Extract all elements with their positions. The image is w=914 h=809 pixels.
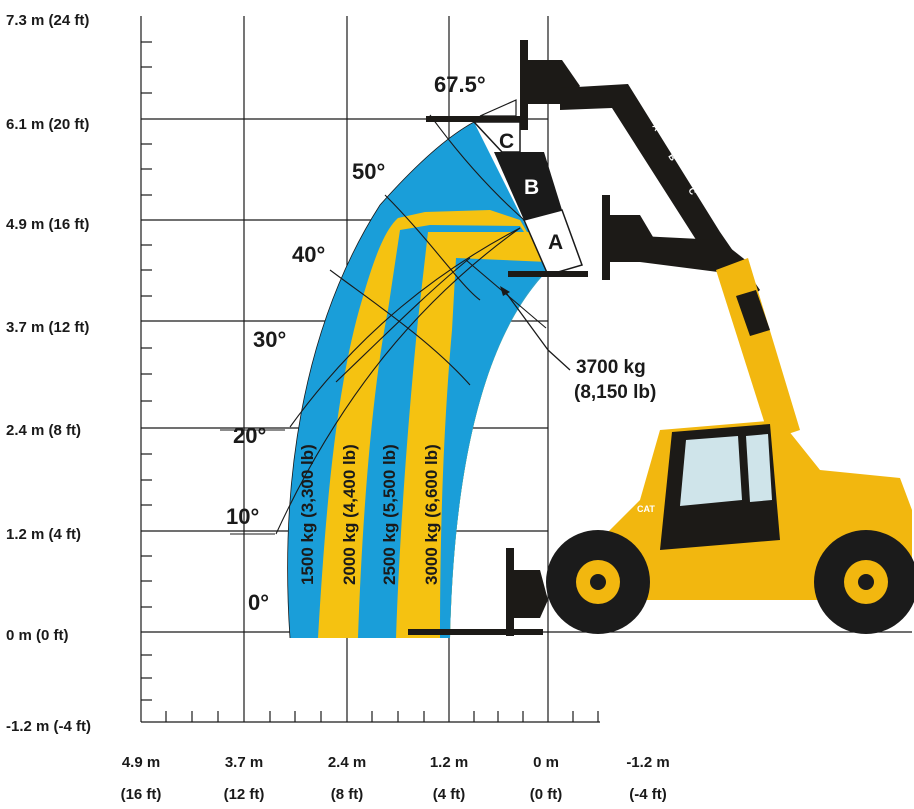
x-axis-label: 3.7 m (12 ft) [204, 745, 284, 809]
boom-zones: C B A [472, 121, 583, 276]
angle-label-67-5: 67.5° [434, 72, 486, 97]
angle-label-30: 30° [253, 327, 286, 352]
cat-boom-decal [736, 290, 770, 336]
band-label-2500kg: 2500 kg (5,500 lb) [380, 444, 399, 585]
x-axis-label-metric: 0 m [533, 754, 559, 771]
cat-logo: CAT [637, 504, 655, 514]
x-axis-label-imperial: (4 ft) [432, 786, 466, 803]
x-axis-label-imperial: (0 ft) [529, 786, 563, 803]
x-axis-label-imperial: (16 ft) [120, 786, 162, 803]
y-axis-label: 1.2 m (4 ft) [6, 526, 82, 543]
x-axis-label: -1.2 m (-4 ft) [608, 745, 688, 809]
boom-marking-a: A [650, 122, 662, 133]
cab-window-left [680, 436, 742, 506]
x-axis-label-metric: 1.2 m [429, 754, 469, 771]
y-axis-label: 0 m (0 ft) [6, 627, 69, 644]
capacity-leader [503, 289, 549, 351]
boom-marking-b: B [666, 152, 678, 163]
x-axis-label-metric: 2.4 m [327, 754, 367, 771]
boom-zone-a-label: A [548, 231, 563, 254]
fork-ground [408, 629, 543, 635]
x-axis-label-imperial: (12 ft) [223, 786, 265, 803]
x-axis-label-metric: -1.2 m [626, 754, 670, 771]
angle-label-40: 40° [292, 242, 325, 267]
capacity-arrow-icon [500, 286, 510, 296]
boom-marking-c: C [686, 186, 698, 197]
angle-label-50: 50° [352, 159, 385, 184]
boom-yellow [716, 258, 800, 440]
y-axis-label: 3.7 m (12 ft) [6, 319, 90, 336]
x-axis-label-imperial: (8 ft) [330, 786, 364, 803]
boom-zone-a [522, 209, 583, 276]
y-axis-label: 4.9 m (16 ft) [6, 216, 90, 233]
cab-window-right [746, 434, 772, 502]
carriage-low [506, 548, 514, 636]
band-label-2000kg: 2000 kg (4,400 lb) [340, 444, 359, 585]
angle-label-10: 10° [226, 504, 259, 529]
telehandler: CAT [546, 258, 914, 634]
boom-zone-b [494, 152, 562, 220]
capacity-kg: 3700 kg [576, 357, 646, 378]
x-axis-label-metric: 4.9 m [121, 754, 161, 771]
capacity-lb: (8,150 lb) [574, 382, 656, 403]
angle-label-20: 20° [233, 423, 266, 448]
x-axis-label: 4.9 m (16 ft) [101, 745, 181, 809]
band-label-3000kg: 3000 kg (6,600 lb) [422, 444, 441, 585]
y-axis-label: 6.1 m (20 ft) [6, 116, 90, 133]
carriage-top [520, 40, 528, 130]
y-axis-label: 2.4 m (8 ft) [6, 422, 82, 439]
x-axis-label-metric: 3.7 m [224, 754, 264, 771]
boom-mid [640, 236, 748, 272]
zone-3000kg [396, 232, 548, 638]
band-label-1500kg: 1500 kg (3,300 lb) [298, 444, 317, 585]
boom-zone-c-label: C [499, 130, 514, 153]
y-axis-label: -1.2 m (-4 ft) [6, 718, 92, 735]
y-axis-label: 7.3 m (24 ft) [6, 12, 90, 29]
x-axis-label: 0 m (0 ft) [506, 745, 586, 809]
carriage-mid [602, 195, 610, 280]
x-axis-label-imperial: (-4 ft) [629, 786, 667, 803]
x-axis-label: 2.4 m (8 ft) [307, 745, 387, 809]
boom-zone-b-label: B [524, 176, 539, 199]
x-axis-label: 1.2 m (4 ft) [409, 745, 489, 809]
fork-mid [508, 271, 588, 277]
fork-top [426, 116, 526, 122]
zone-3700kg [440, 258, 548, 638]
load-zones [287, 121, 548, 639]
angle-marker-triangle [479, 99, 517, 117]
angle-label-0: 0° [248, 590, 269, 615]
